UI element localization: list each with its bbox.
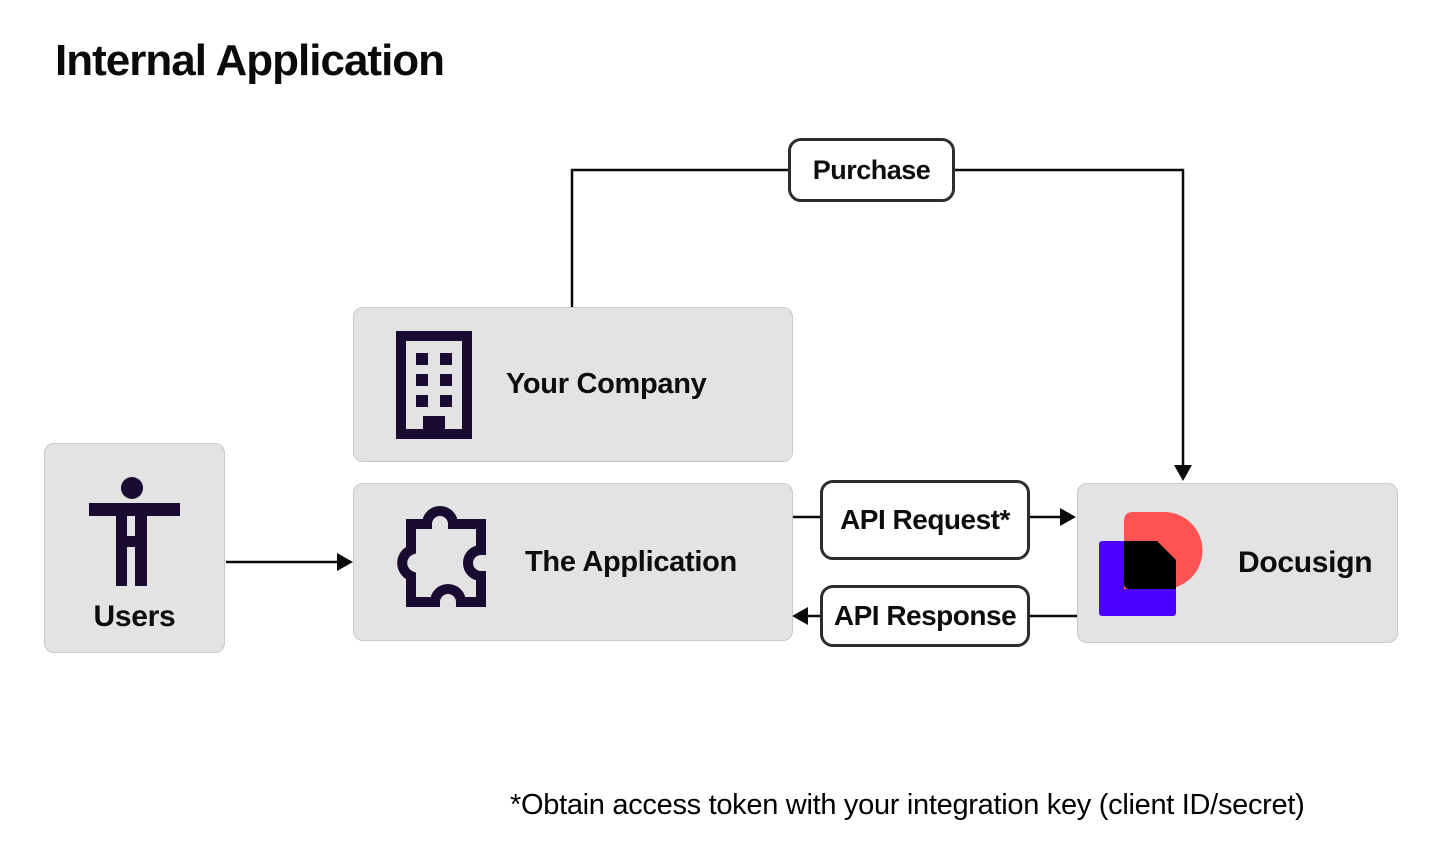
- users-label: Users: [93, 600, 176, 633]
- node-docusign: Docusign: [1077, 483, 1398, 643]
- api-response-connector-label: API Response: [820, 585, 1030, 647]
- purchase-text: Purchase: [812, 154, 931, 185]
- api-request-connector-label: API Request*: [820, 480, 1030, 560]
- node-your-company: Your Company: [353, 307, 793, 462]
- building-icon: [396, 330, 472, 439]
- page-title: Internal Application: [55, 36, 445, 85]
- arrowhead-left-application: [792, 607, 808, 625]
- arrowhead-right-docusign: [1060, 508, 1076, 526]
- arrowhead-down-docusign: [1174, 465, 1192, 481]
- purchase-connector-label: Purchase: [788, 138, 955, 202]
- api-request-text: API Request*: [840, 504, 1010, 535]
- arrowhead-right-application: [337, 553, 353, 571]
- node-the-application: The Application: [353, 483, 793, 641]
- api-response-text: API Response: [833, 600, 1017, 631]
- person-icon: [88, 477, 180, 586]
- footnote: *Obtain access token with your integrati…: [510, 789, 1305, 821]
- puzzle-icon: [397, 506, 486, 607]
- docusign-logo: [1099, 511, 1203, 616]
- docusign-label: Docusign: [1238, 546, 1373, 579]
- your-company-label: Your Company: [506, 368, 707, 400]
- node-users: Users: [44, 443, 225, 653]
- the-application-label: The Application: [525, 545, 737, 578]
